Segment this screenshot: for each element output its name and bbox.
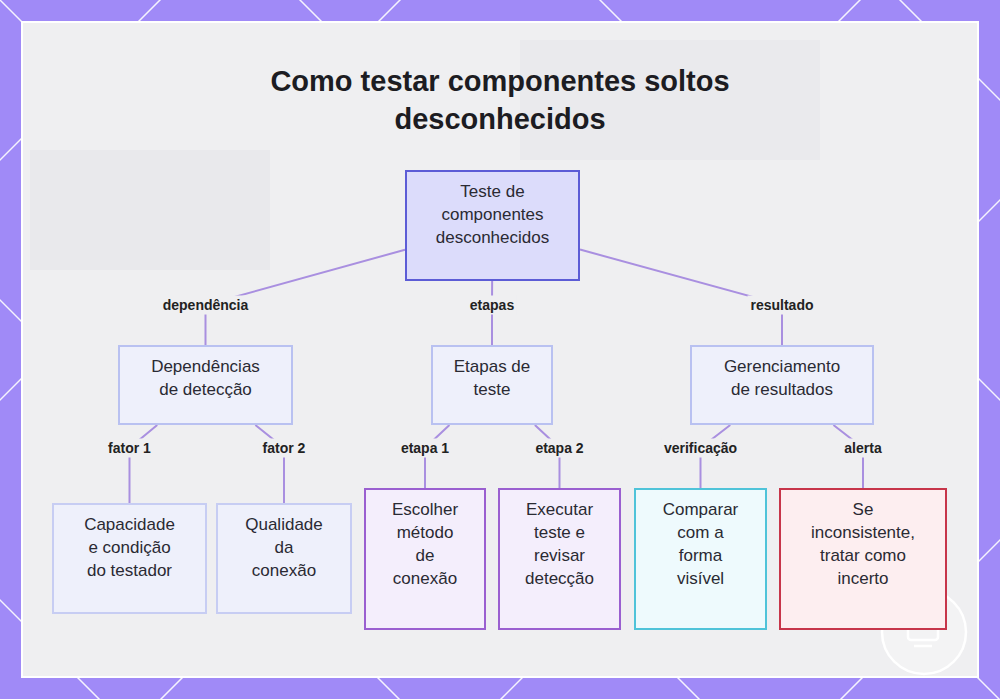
edge-label: dependência <box>160 296 252 315</box>
diagram-title: Como testar componentes soltos desconhec… <box>240 62 760 138</box>
blurred-backdrop <box>520 40 820 160</box>
node-text: Capacidade e condição do testador <box>82 513 177 582</box>
category-box: Dependências de detecção <box>118 345 293 425</box>
alert-box: Se inconsistente, tratar como incerto <box>779 488 947 630</box>
tree-connector <box>255 425 284 503</box>
node-text: Gerenciamento de resultados <box>716 355 848 401</box>
root-box: Teste de componentes desconhecidos <box>405 170 580 281</box>
node-text: Teste de componentes desconhecidos <box>425 180 560 249</box>
edge-label: fator 1 <box>105 439 154 458</box>
edge-label: etapa 1 <box>398 439 452 458</box>
check-box: Comparar com a forma visível <box>634 488 767 630</box>
category-box: Etapas de teste <box>431 345 553 425</box>
step-box: Executar teste e revisar detecção <box>498 488 621 630</box>
edge-label: verificação <box>661 439 740 458</box>
node-text: Escolher método de conexão <box>389 498 461 590</box>
edge-label: alerta <box>841 439 884 458</box>
edge-label: fator 2 <box>260 439 309 458</box>
edge-label: etapas <box>467 296 517 315</box>
step-box: Escolher método de conexão <box>364 488 486 630</box>
blurred-backdrop <box>30 150 270 270</box>
edge-label: etapa 2 <box>532 439 586 458</box>
node-text: Etapas de teste <box>442 355 542 401</box>
tree-connector <box>130 425 158 503</box>
node-text: Dependências de detecção <box>148 355 263 401</box>
node-text: Executar teste e revisar detecção <box>522 498 598 590</box>
factor-box: Capacidade e condição do testador <box>52 503 207 614</box>
category-box: Gerenciamento de resultados <box>690 345 874 425</box>
node-text: Qualidade da conexão <box>244 513 324 582</box>
node-text: Se inconsistente, tratar como incerto <box>802 498 924 590</box>
edge-label: resultado <box>747 296 816 315</box>
node-text: Comparar com a forma visível <box>660 498 742 590</box>
factor-box: Qualidade da conexão <box>216 503 352 614</box>
panel <box>22 22 978 677</box>
